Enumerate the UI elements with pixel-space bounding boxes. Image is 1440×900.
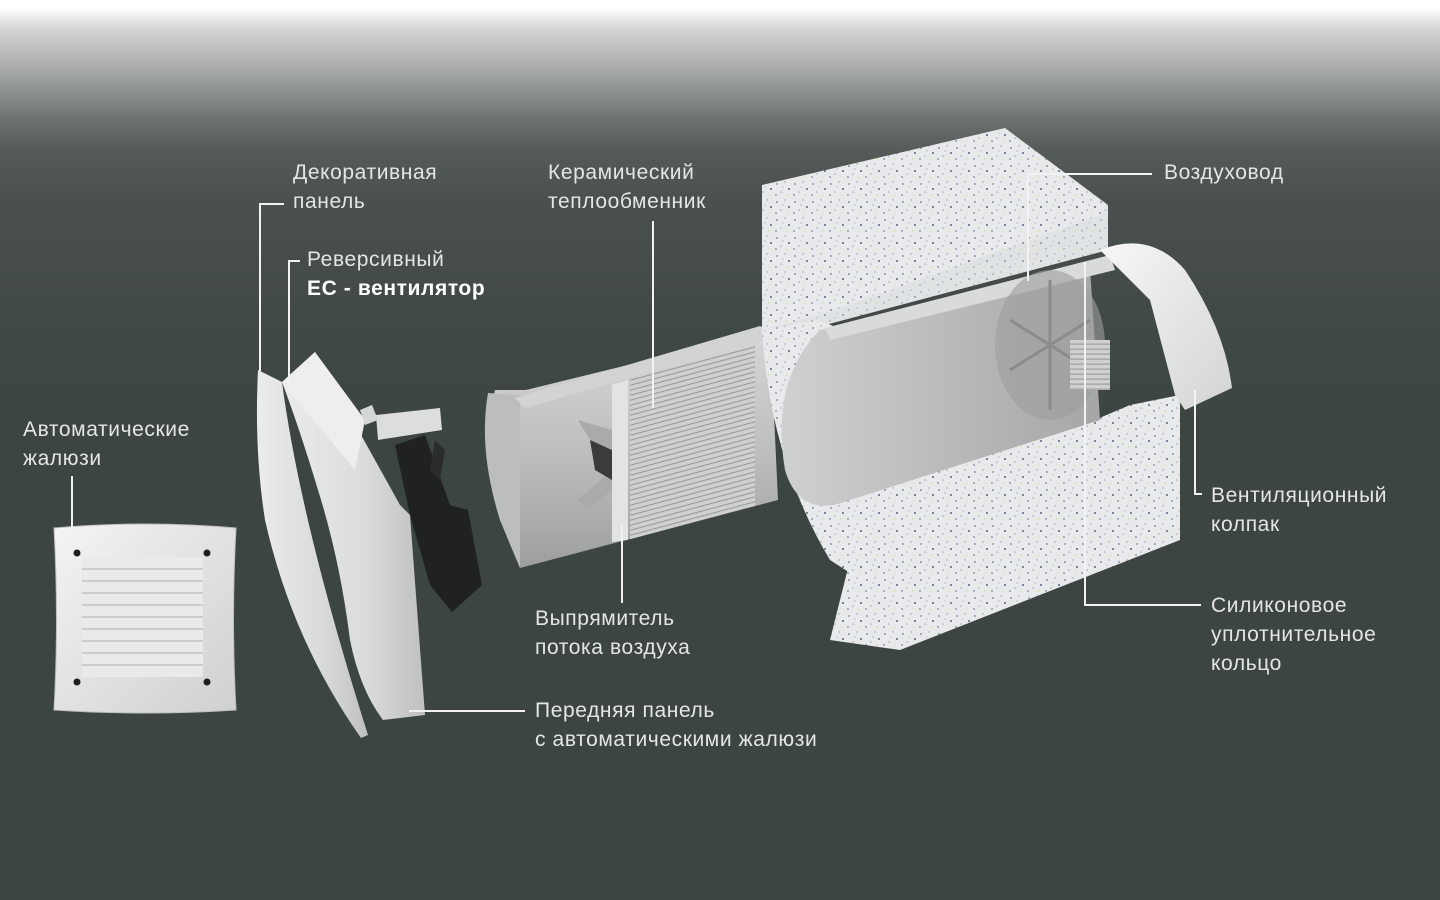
connector-hood-v (1194, 390, 1196, 494)
label-vent-hood: Вентиляционный колпак (1211, 481, 1387, 539)
connector-ring-v (1084, 262, 1086, 605)
ventilation-hood (1100, 243, 1232, 410)
label-silicone-ring: Силиконовое уплотнительное кольцо (1211, 591, 1376, 678)
connector-decorative-panel-h (259, 203, 284, 205)
label-reversible-fan-line2: ЕС - вентилятор (307, 277, 486, 300)
label-silicone-ring-line3: кольцо (1211, 652, 1282, 675)
label-auto-louvres-line1: Автоматические (23, 418, 190, 441)
label-front-panel: Передняя панель с автоматическими жалюзи (535, 696, 817, 754)
label-flow-straightener: Выпрямитель потока воздуха (535, 604, 690, 662)
label-auto-louvres-line2: жалюзи (23, 447, 102, 470)
label-vent-hood-line2: колпак (1211, 513, 1280, 536)
label-flow-straightener-line1: Выпрямитель (535, 607, 675, 630)
label-flow-straightener-line2: потока воздуха (535, 636, 691, 659)
label-decorative-panel-line2: панель (293, 190, 366, 213)
louvre-grille (53, 523, 237, 714)
label-silicone-ring-line1: Силиконовое (1211, 594, 1348, 617)
insulated-duct-block (762, 128, 1180, 650)
connector-front-panel-h (409, 710, 525, 712)
connector-louvres-v (71, 476, 73, 542)
ec-fan (376, 408, 482, 612)
label-front-panel-line2: с автоматическими жалюзи (535, 728, 818, 751)
connector-ceramic-v (652, 221, 654, 408)
connector-straightener-v (621, 525, 623, 603)
connector-hood-h (1194, 493, 1202, 495)
label-reversible-fan-line1: Реверсивный (307, 248, 445, 271)
connector-duct-v (1027, 173, 1029, 281)
label-ceramic-exchanger-line2: теплообменник (548, 190, 706, 213)
label-auto-louvres: Автоматические жалюзи (23, 415, 190, 473)
connector-duct-h (1027, 173, 1152, 175)
front-panel (282, 352, 425, 720)
flow-straightener (578, 380, 628, 542)
connector-ring-h (1084, 604, 1201, 606)
label-silicone-ring-line2: уплотнительное (1211, 623, 1377, 646)
connector-decorative-panel-v (259, 203, 261, 371)
connector-fan-v (288, 260, 290, 382)
label-air-duct: Воздуховод (1164, 158, 1284, 187)
label-front-panel-line1: Передняя панель (535, 699, 715, 722)
ceramic-heat-exchanger (484, 326, 780, 568)
label-reversible-fan: Реверсивный ЕС - вентилятор (307, 245, 485, 303)
decorative-panel (256, 370, 368, 738)
label-decorative-panel: Декоративная панель (293, 158, 437, 216)
connector-fan-h (288, 260, 300, 262)
label-decorative-panel-line1: Декоративная (293, 161, 438, 184)
label-ceramic-exchanger: Керамический теплообменник (548, 158, 706, 216)
label-ceramic-exchanger-line1: Керамический (548, 161, 695, 184)
label-air-duct-line1: Воздуховод (1164, 161, 1284, 184)
label-vent-hood-line1: Вентиляционный (1211, 484, 1388, 507)
